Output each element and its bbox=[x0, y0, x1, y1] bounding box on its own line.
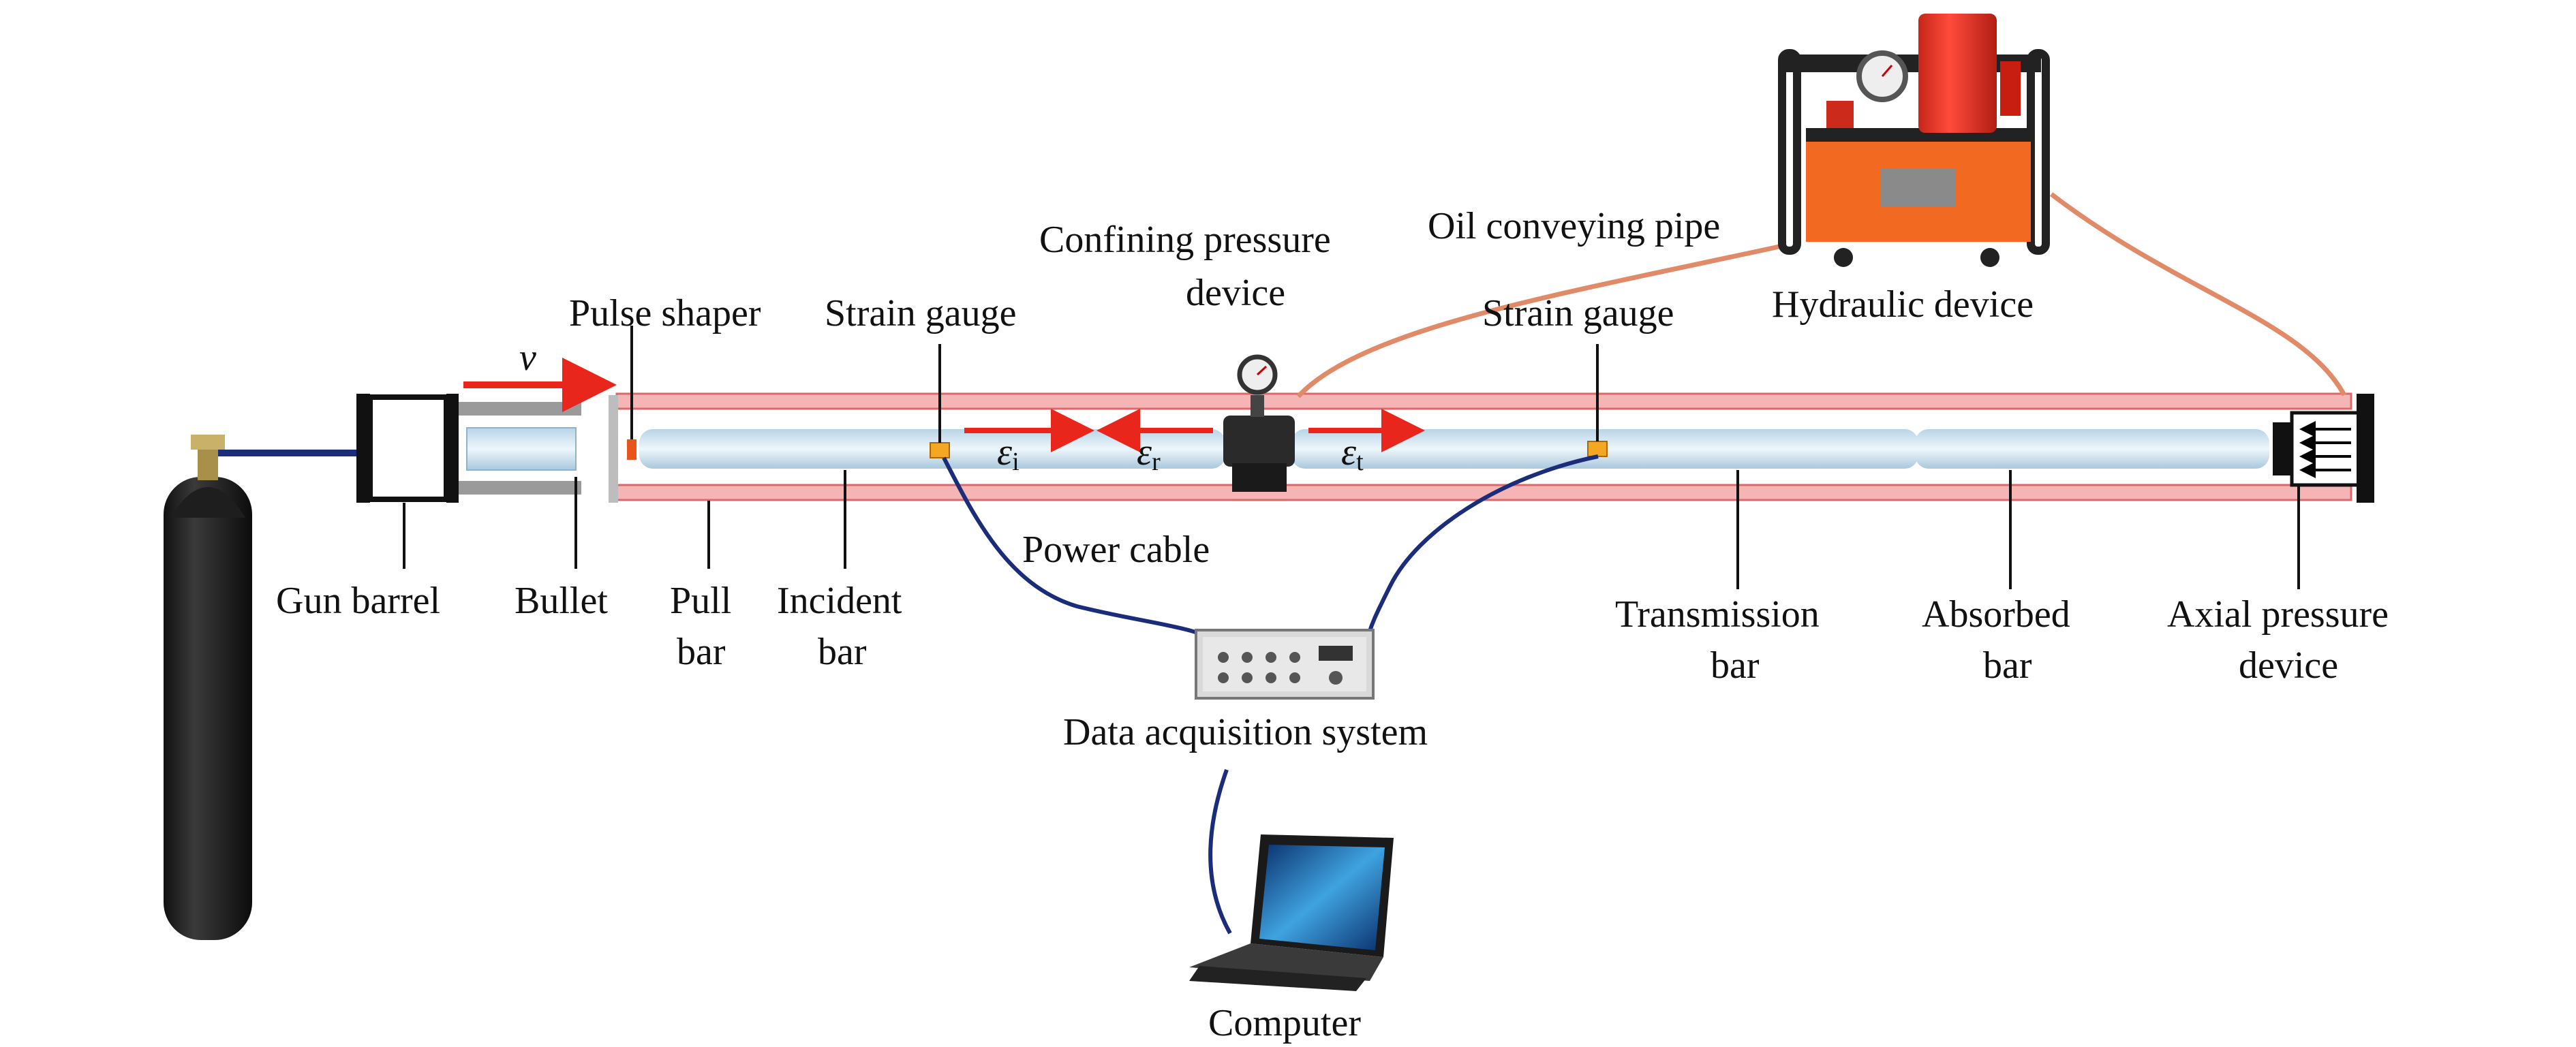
outer-frame-tube bbox=[615, 392, 2352, 501]
label-data-acquisition: Data acquisition system bbox=[1063, 711, 1428, 753]
label-gun-barrel: Gun barrel bbox=[276, 580, 440, 622]
label-pull-bar-2: bar bbox=[677, 631, 726, 673]
power-cable-right bbox=[1364, 454, 1599, 644]
pulse-shaper bbox=[627, 439, 637, 460]
daq-unit-icon bbox=[1195, 629, 1375, 700]
label-oil-pipe: Oil conveying pipe bbox=[1428, 205, 1720, 247]
label-incident-bar-1: Incident bbox=[777, 580, 902, 622]
pull-bar bbox=[609, 395, 618, 503]
laptop-icon bbox=[1189, 834, 1394, 991]
axial-pressure-device bbox=[2273, 394, 2374, 503]
label-incident-bar-2: bar bbox=[818, 631, 867, 673]
symbol-eps-t-sub: t bbox=[1356, 448, 1364, 476]
label-strain-gauge-left: Strain gauge bbox=[825, 292, 1016, 334]
oil-pipe-left bbox=[1296, 243, 1786, 399]
gas-cylinder-icon bbox=[164, 435, 252, 940]
power-cable-left bbox=[942, 456, 1221, 646]
absorbed-bar bbox=[1915, 429, 2269, 469]
label-transmission-bar-1: Transmission bbox=[1615, 593, 1820, 636]
symbol-eps-t: εt bbox=[1341, 431, 1364, 476]
symbol-velocity: v bbox=[519, 337, 536, 379]
label-confining-pressure-2: device bbox=[1186, 272, 1285, 314]
computer-cable bbox=[1208, 768, 1232, 935]
label-transmission-bar-2: bar bbox=[1711, 644, 1760, 687]
label-axial-pressure-1: Axial pressure bbox=[2167, 593, 2389, 636]
label-absorbed-bar-1: Absorbed bbox=[1922, 593, 2070, 636]
label-absorbed-bar-2: bar bbox=[1983, 644, 2032, 687]
confining-pressure-device bbox=[1223, 354, 1295, 492]
symbol-eps-i-base: ε bbox=[997, 431, 1013, 473]
strain-gauge-left bbox=[930, 442, 950, 458]
label-pull-bar-1: Pull bbox=[670, 580, 731, 622]
label-bullet: Bullet bbox=[515, 580, 608, 622]
label-hydraulic-device: Hydraulic device bbox=[1772, 283, 2034, 326]
leader-lines bbox=[403, 326, 2300, 589]
symbol-eps-r-sub: r bbox=[1152, 448, 1161, 476]
symbol-eps-r-base: ε bbox=[1137, 431, 1152, 473]
label-strain-gauge-right: Strain gauge bbox=[1482, 292, 1674, 334]
strain-gauge-right bbox=[1587, 441, 1608, 457]
label-pulse-shaper: Pulse shaper bbox=[569, 292, 761, 334]
symbol-eps-i-sub: i bbox=[1012, 448, 1019, 476]
label-confining-pressure-1: Confining pressure bbox=[1039, 219, 1331, 261]
oil-pipe-right bbox=[2049, 192, 2347, 396]
symbol-eps-t-base: ε bbox=[1341, 431, 1357, 473]
label-computer: Computer bbox=[1208, 1002, 1361, 1044]
gun-barrel bbox=[356, 394, 581, 503]
hydraulic-pump-icon bbox=[1778, 14, 2050, 267]
symbol-eps-i: εi bbox=[997, 431, 1019, 476]
label-axial-pressure-2: device bbox=[2239, 644, 2338, 687]
bullet bbox=[466, 427, 577, 471]
label-power-cable: Power cable bbox=[1022, 529, 1210, 571]
symbol-eps-r: εr bbox=[1137, 431, 1161, 476]
